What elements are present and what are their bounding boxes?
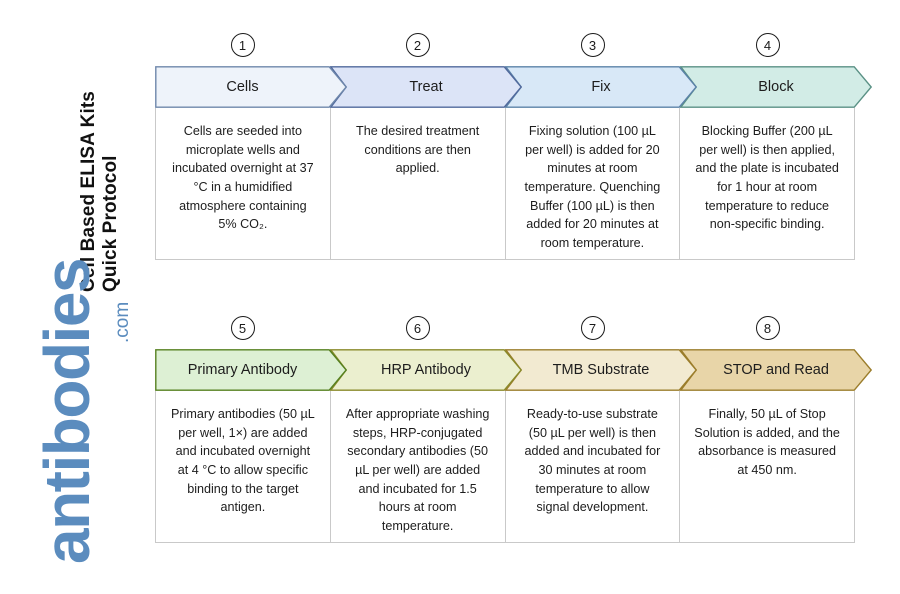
chevron-shape	[680, 66, 872, 108]
badge-cell: 6	[330, 313, 505, 343]
chevron-step-tmb-substrate[interactable]: TMB Substrate	[505, 349, 697, 391]
description-text: After appropriate washing steps, HRP-con…	[345, 407, 490, 533]
chevron-step-hrp-antibody[interactable]: HRP Antibody	[330, 349, 522, 391]
chevron-band-2: Primary Antibody HRP Antibody TMB Substr…	[155, 349, 872, 391]
description-text: Finally, 50 µL of Stop Solution is added…	[694, 407, 840, 477]
description-cell: Primary antibodies (50 µL per well, 1×) …	[156, 391, 331, 542]
chevron-step-treat[interactable]: Treat	[330, 66, 522, 108]
description-cell: After appropriate washing steps, HRP-con…	[331, 391, 506, 542]
chevron-step-block[interactable]: Block	[680, 66, 872, 108]
description-cell: Blocking Buffer (200 µL per well) is the…	[680, 108, 854, 259]
step-badge-7: 7	[580, 316, 605, 340]
description-cell: Ready-to-use substrate (50 µL per well) …	[506, 391, 681, 542]
description-text: The desired treatment conditions are the…	[356, 124, 480, 176]
badge-cell: 5	[155, 313, 330, 343]
chevron-shape	[505, 66, 697, 108]
chevron-shape	[505, 349, 697, 391]
step-badge-5: 5	[230, 316, 255, 340]
step-badge-2: 2	[405, 33, 430, 57]
left-rail: Cell Based ELISA Kits Quick Protocol ant…	[0, 0, 155, 594]
description-cell: Fixing solution (100 µL per well) is add…	[506, 108, 681, 259]
description-cell: Finally, 50 µL of Stop Solution is added…	[680, 391, 854, 542]
badge-cell: 3	[505, 30, 680, 60]
protocol-row-1: 1 2 3 4 Cells Treat Fix Block	[155, 30, 872, 260]
brand-domain-suffix: .com	[112, 301, 133, 343]
description-text: Blocking Buffer (200 µL per well) is the…	[695, 124, 839, 232]
description-text: Ready-to-use substrate (50 µL per well) …	[524, 407, 661, 515]
protocol-row-2: 5 6 7 8 Primary Antibody HRP Antibody TM…	[155, 313, 872, 543]
step-badge-3: 3	[580, 33, 605, 57]
brand-wordmark: antibodies	[31, 258, 103, 564]
step-badge-6: 6	[405, 316, 430, 340]
step-number-strip-1: 1 2 3 4	[155, 30, 855, 60]
description-text: Fixing solution (100 µL per well) is add…	[524, 124, 661, 250]
chevron-band-1: Cells Treat Fix Block	[155, 66, 872, 108]
description-text: Cells are seeded into microplate wells a…	[172, 124, 314, 232]
chevron-shape	[330, 349, 522, 391]
badge-cell: 2	[330, 30, 505, 60]
step-badge-4: 4	[755, 33, 780, 57]
step-badge-1: 1	[230, 33, 255, 57]
chevron-step-stop-and-read[interactable]: STOP and Read	[680, 349, 872, 391]
chevron-shape	[330, 66, 522, 108]
chevron-shape	[155, 66, 347, 108]
chevron-step-cells[interactable]: Cells	[155, 66, 347, 108]
chevron-step-fix[interactable]: Fix	[505, 66, 697, 108]
badge-cell: 7	[505, 313, 680, 343]
badge-cell: 4	[680, 30, 855, 60]
step-number-strip-2: 5 6 7 8	[155, 313, 855, 343]
description-cell: Cells are seeded into microplate wells a…	[156, 108, 331, 259]
chevron-shape	[680, 349, 872, 391]
description-strip-2: Primary antibodies (50 µL per well, 1×) …	[155, 391, 855, 543]
badge-cell: 8	[680, 313, 855, 343]
badge-cell: 1	[155, 30, 330, 60]
step-badge-8: 8	[755, 316, 780, 340]
description-cell: The desired treatment conditions are the…	[331, 108, 506, 259]
chevron-shape	[155, 349, 347, 391]
description-strip-1: Cells are seeded into microplate wells a…	[155, 108, 855, 260]
chevron-step-primary-antibody[interactable]: Primary Antibody	[155, 349, 347, 391]
description-text: Primary antibodies (50 µL per well, 1×) …	[170, 407, 315, 515]
